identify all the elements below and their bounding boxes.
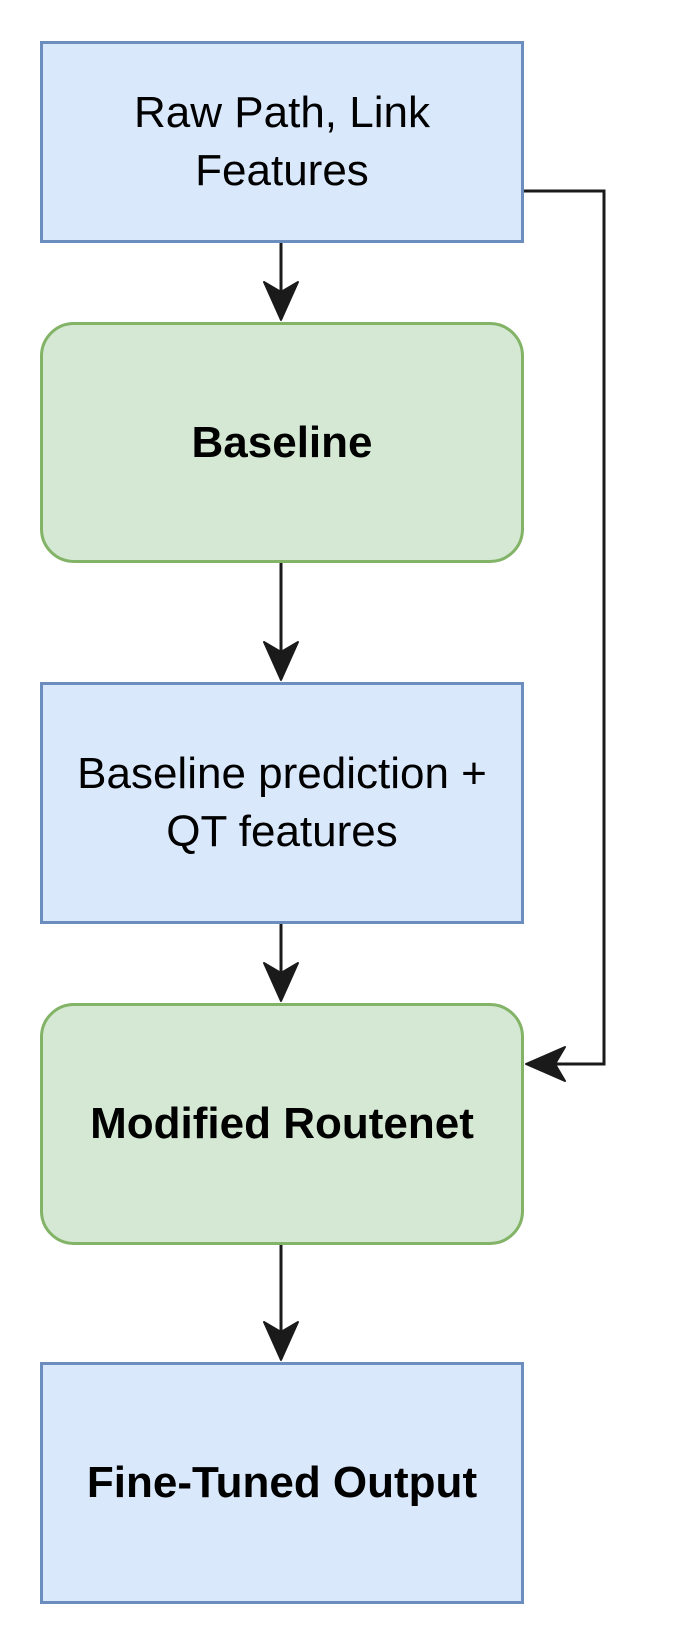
baseline-box: Baseline bbox=[40, 322, 524, 563]
arrowhead-prediction bbox=[263, 641, 299, 681]
raw-features-label: Raw Path, Link Features bbox=[134, 88, 430, 195]
arrowhead-output bbox=[263, 1321, 299, 1361]
arrowhead-routenet bbox=[263, 962, 299, 1002]
fine-tuned-output-label: Fine-Tuned Output bbox=[86, 1458, 478, 1507]
modified-routenet-box: Modified Routenet bbox=[40, 1003, 524, 1245]
arrowhead-bypass bbox=[525, 1046, 566, 1082]
baseline-prediction-label: Baseline prediction + QT features bbox=[77, 749, 487, 856]
raw-features-box: Raw Path, Link Features bbox=[40, 41, 524, 243]
edge-raw-to-routenet-bypass bbox=[523, 189, 606, 1066]
baseline-prediction-box: Baseline prediction + QT features bbox=[40, 682, 524, 924]
baseline-label: Baseline bbox=[191, 417, 373, 467]
arrowhead-baseline bbox=[263, 281, 299, 321]
modified-routenet-label: Modified Routenet bbox=[90, 1099, 474, 1148]
fine-tuned-output-box: Fine-Tuned Output bbox=[40, 1362, 524, 1604]
